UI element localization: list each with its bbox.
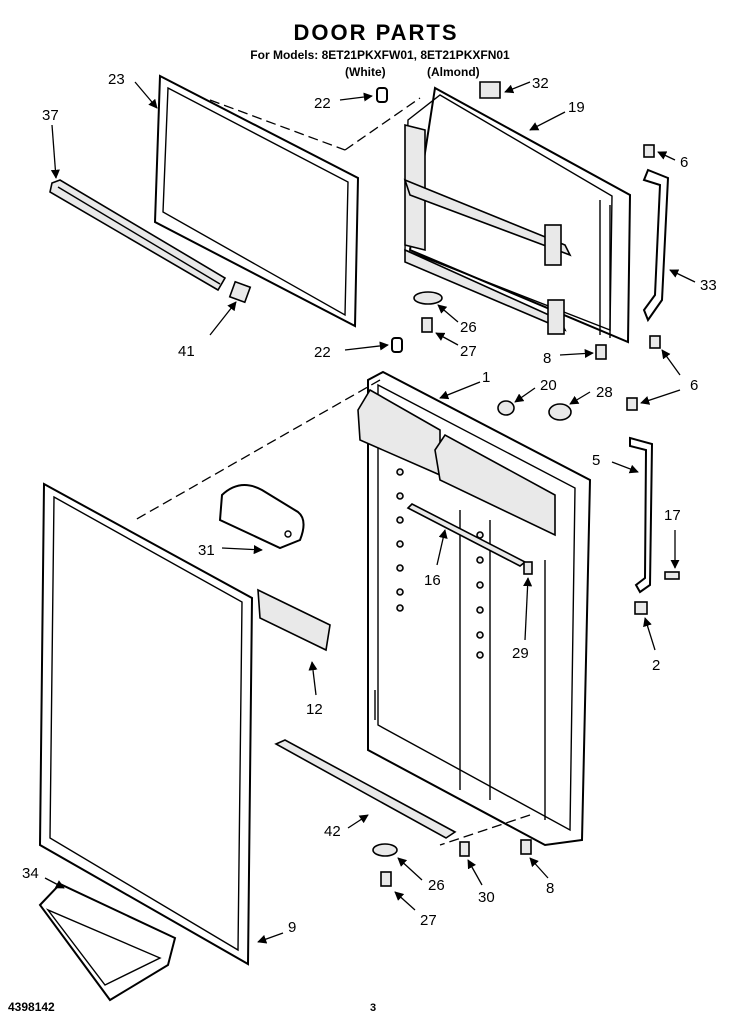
freezer-door-gasket: [153, 74, 421, 328]
screw-6-upper: [643, 144, 655, 158]
fresh-food-gasket: [38, 482, 254, 966]
hinge-pin-26-upper: [413, 291, 443, 305]
part-20: [497, 400, 515, 416]
variant-white: (White): [345, 65, 386, 79]
screw-27-lower: [380, 871, 392, 887]
screw-17: [664, 571, 680, 580]
callout-26-lower: 26: [428, 877, 445, 894]
callout-20: 20: [540, 377, 557, 394]
clip-2: [634, 601, 648, 615]
leader-lines: [44, 81, 696, 944]
callout-27-lower: 27: [420, 912, 437, 929]
callout-6-upper: 6: [680, 154, 688, 171]
callout-28: 28: [596, 384, 613, 401]
callout-9: 9: [288, 919, 296, 936]
bottom-trim-42: [274, 739, 457, 839]
door-label: [479, 81, 501, 99]
variant-almond: (Almond): [427, 65, 480, 79]
clip-29: [523, 561, 533, 575]
document-number: 4398142: [8, 1000, 55, 1014]
callout-41: 41: [178, 343, 195, 360]
butter-door-12: [257, 588, 331, 652]
callout-23: 23: [108, 71, 125, 88]
callout-19: 19: [568, 99, 585, 116]
callout-26-upper: 26: [460, 319, 477, 336]
screw-6-lower: [626, 397, 638, 411]
callout-6-lower: 6: [690, 377, 698, 394]
callout-34: 34: [22, 865, 39, 882]
callout-27-upper: 27: [460, 343, 477, 360]
hinge-pin-26-lower: [372, 843, 398, 857]
callout-2: 2: [652, 657, 660, 674]
callout-labels: 23 37 22 32 19 6 33 41 26 27 22 8 6 1 20…: [22, 71, 717, 936]
screw-27-upper: [421, 317, 433, 333]
callout-31: 31: [198, 542, 215, 559]
dairy-door-31: [218, 484, 305, 550]
fresh-food-door-liner: [134, 370, 592, 847]
screw-8-lower: [520, 839, 532, 855]
screw-6-mid: [649, 335, 661, 349]
callout-22-lower: 22: [314, 344, 331, 361]
part-30: [459, 841, 470, 857]
callout-30: 30: [478, 889, 495, 906]
trim-clip: [228, 280, 252, 304]
plug-28: [548, 403, 572, 421]
freezer-handle: [642, 168, 670, 323]
callout-22-upper: 22: [314, 95, 331, 112]
page-number: 3: [370, 1002, 377, 1014]
freezer-trim-strip: [49, 179, 227, 292]
callout-32: 32: [532, 75, 549, 92]
callout-1: 1: [482, 369, 490, 386]
freezer-door-liner: [403, 86, 632, 344]
variant-labels: (White) (Almond): [345, 65, 518, 79]
door-plug-lower: [391, 337, 403, 353]
shelf-holes-left: [396, 468, 404, 612]
callout-37: 37: [42, 107, 59, 124]
callout-8-lower: 8: [546, 880, 554, 897]
page-title: DOOR PARTS: [293, 20, 459, 45]
callout-16: 16: [424, 572, 441, 589]
shelf-holes-right: [476, 531, 484, 659]
fresh-food-handle: [629, 436, 654, 594]
callout-12: 12: [306, 701, 323, 718]
door-plug-upper: [376, 87, 388, 103]
screw-8-upper: [595, 344, 607, 360]
callout-33: 33: [700, 277, 717, 294]
callout-29: 29: [512, 645, 529, 662]
callout-42: 42: [324, 823, 341, 840]
callout-5: 5: [592, 452, 600, 469]
callout-8-upper: 8: [543, 350, 551, 367]
model-list: For Models: 8ET21PKXFW01, 8ET21PKXFN01: [250, 48, 510, 62]
callout-17: 17: [664, 507, 681, 524]
